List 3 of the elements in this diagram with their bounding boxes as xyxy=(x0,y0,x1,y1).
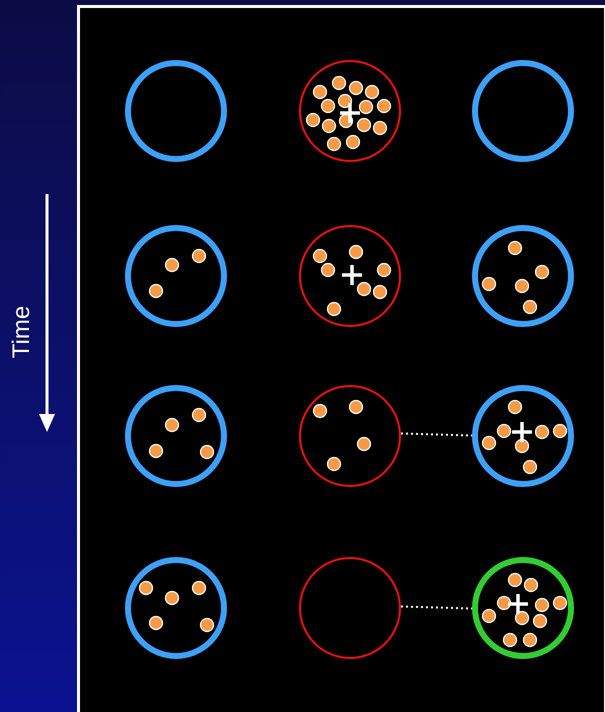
axis-label: Time xyxy=(8,304,36,360)
dotted-line xyxy=(400,605,472,610)
dotted-line xyxy=(400,432,472,437)
